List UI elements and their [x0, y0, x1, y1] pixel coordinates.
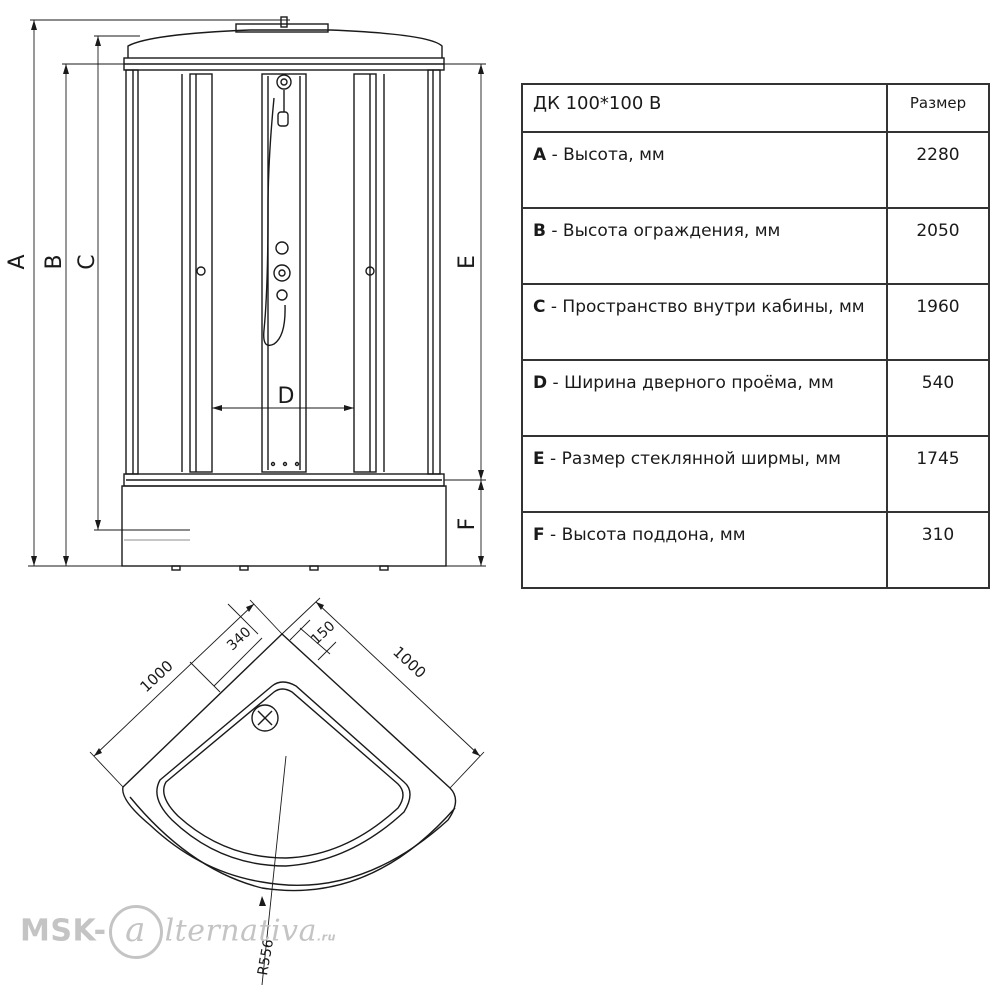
row-key: F: [533, 525, 545, 545]
plan-radius: R556: [255, 938, 277, 977]
left-side-frame: [125, 69, 139, 475]
row-label: - Размер стеклянной ширмы, мм: [544, 449, 842, 469]
label-c: C: [75, 254, 100, 269]
spec-table: ДК 100*100 В Размер A - Высота, мм 2280 …: [521, 83, 990, 589]
row-key: B: [533, 221, 546, 241]
table-row: E - Размер стеклянной ширмы, мм 1745: [521, 435, 990, 513]
row-value: 2280: [886, 131, 990, 209]
tray-basin: [156, 681, 411, 867]
row-label: - Ширина дверного проёма, мм: [547, 373, 834, 393]
row-value: 540: [886, 359, 990, 437]
size-header: Размер: [886, 83, 990, 133]
row-value: 1745: [886, 435, 990, 513]
right-side-frame: [427, 69, 441, 475]
cabin-roof: [127, 29, 443, 58]
row-value: 2050: [886, 207, 990, 285]
label-f: F: [455, 518, 480, 531]
plan-width-left: 1000: [136, 657, 176, 696]
table-row: B - Высота ограждения, мм 2050: [521, 207, 990, 285]
right-door-handle: [365, 266, 375, 276]
front-view: [28, 16, 486, 571]
row-key: E: [533, 449, 545, 469]
shower-hose: [263, 97, 286, 347]
row-value: 310: [886, 511, 990, 589]
watermark-suffix: .ru: [317, 930, 336, 944]
right-door-panel: [353, 73, 377, 473]
row-label: - Высота, мм: [546, 145, 665, 165]
row-value: 1960: [886, 283, 990, 361]
table-row: C - Пространство внутри кабины, мм 1960: [521, 283, 990, 361]
left-door-panel: [189, 73, 213, 473]
shower-head: [276, 74, 292, 90]
table-row: A - Высота, мм 2280: [521, 131, 990, 209]
label-b: B: [42, 254, 67, 269]
row-key: A: [533, 145, 547, 165]
label-e: E: [455, 255, 480, 269]
watermark-at: a: [108, 905, 163, 959]
row-key: C: [533, 297, 546, 317]
plan-view: [89, 597, 485, 986]
table-row: F - Высота поддона, мм 310: [521, 511, 990, 589]
watermark-rest: lternativa: [164, 913, 317, 949]
row-label: - Высота поддона, мм: [544, 525, 746, 545]
model-title: ДК 100*100 В: [521, 83, 888, 133]
row-label: - Высота ограждения, мм: [545, 221, 781, 241]
shower-tray: [121, 485, 447, 567]
label-d: D: [278, 384, 295, 409]
shower-column: [261, 73, 307, 473]
table-header-row: ДК 100*100 В Размер: [521, 83, 990, 133]
row-key: D: [533, 373, 548, 393]
table-row: D - Ширина дверного проёма, мм 540: [521, 359, 990, 437]
left-door-handle: [196, 266, 206, 276]
row-label: - Пространство внутри кабины, мм: [545, 297, 865, 317]
label-a: A: [5, 254, 30, 269]
tray-drain: [251, 704, 279, 732]
watermark-prefix: MSK-: [20, 913, 107, 949]
